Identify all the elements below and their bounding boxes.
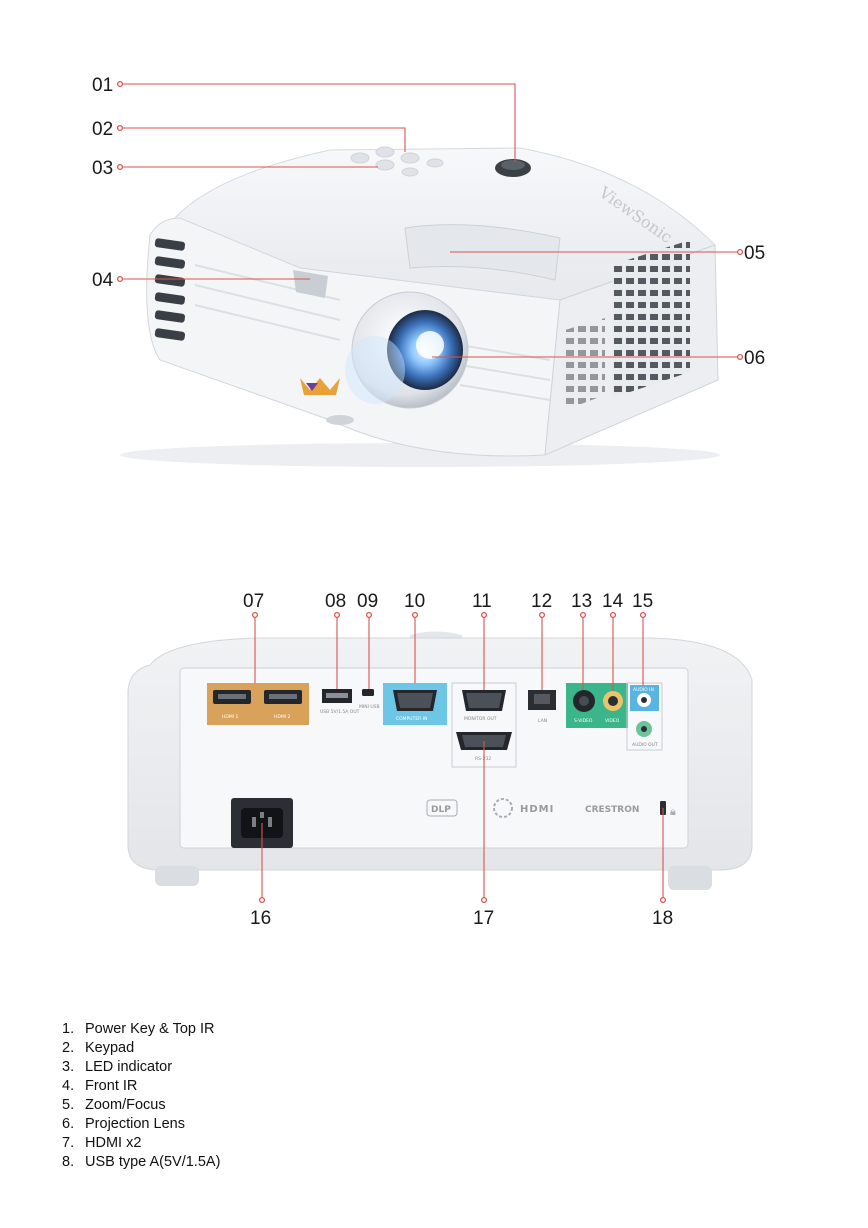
audio-group bbox=[626, 682, 663, 751]
legend-item: 7. HDMI x2 bbox=[62, 1134, 220, 1153]
front-vent-grill bbox=[154, 238, 186, 341]
lock-icon: 🔒︎ bbox=[670, 805, 676, 818]
legend-item: 4. Front IR bbox=[62, 1077, 220, 1096]
callout-12: 12 bbox=[531, 591, 552, 612]
callout-07: 07 bbox=[243, 591, 264, 612]
lan-label: LAN bbox=[538, 718, 547, 724]
s-video-label: S-VIDEO bbox=[574, 718, 593, 724]
side-vent-grill bbox=[612, 240, 690, 398]
callout-10: 10 bbox=[404, 591, 425, 612]
legend-text: USB type A(5V/1.5A) bbox=[85, 1154, 221, 1170]
audio-out-label: AUDIO OUT bbox=[632, 742, 658, 748]
vga-in-label: COMPUTER IN bbox=[396, 716, 427, 722]
legend-item: 6. Projection Lens bbox=[62, 1115, 220, 1134]
monitor-out-label: MONITOR OUT bbox=[464, 716, 497, 722]
rear-leader-lines bbox=[251, 611, 667, 904]
callout-17: 17 bbox=[473, 908, 494, 929]
legend-item: 8. USB type A(5V/1.5A) bbox=[62, 1153, 220, 1172]
projector-diagram: ViewSonic 01 02 03 04 05 06 bbox=[92, 75, 765, 929]
legend-text: Front IR bbox=[85, 1078, 138, 1094]
callout-15: 15 bbox=[632, 591, 653, 612]
projector-front-view: ViewSonic bbox=[120, 146, 720, 467]
legend-number: 8. bbox=[62, 1154, 75, 1170]
crestron-logo: CRESTRON bbox=[585, 805, 639, 815]
legend-text: Keypad bbox=[85, 1040, 135, 1056]
callout-04: 04 bbox=[92, 270, 114, 291]
top-leader-lines bbox=[116, 80, 744, 361]
legend-text: Projection Lens bbox=[85, 1116, 185, 1132]
legend-item: 3. LED indicator bbox=[62, 1058, 220, 1077]
legend-item: 2. Keypad bbox=[62, 1039, 220, 1058]
legend-number: 2. bbox=[62, 1040, 75, 1056]
parts-legend: 1. Power Key & Top IR 2. Keypad 3. LED indi… bbox=[62, 1020, 220, 1172]
callout-11: 11 bbox=[472, 591, 492, 612]
mini-usb-label: MINI USB bbox=[359, 704, 380, 710]
dlp-logo: DLP bbox=[431, 805, 451, 815]
legend-number: 6. bbox=[62, 1116, 75, 1132]
audio-in-label: AUDIO IN bbox=[633, 687, 654, 693]
rs232-label: RS-232 bbox=[475, 756, 491, 762]
mini-usb-port bbox=[362, 689, 374, 696]
usb-a-label: USB 5V/1.5A OUT bbox=[320, 709, 360, 715]
keypad bbox=[350, 146, 444, 177]
callout-06: 06 bbox=[744, 348, 765, 369]
callout-05: 05 bbox=[744, 243, 765, 264]
legend-text: LED indicator bbox=[85, 1059, 173, 1075]
projector-rear-view: HDMI 1 HDMI 2 USB 5V/1.5A OUT MINI USB C… bbox=[127, 631, 753, 890]
hdmi-logo: HDMI bbox=[520, 804, 554, 815]
legend-number: 5. bbox=[62, 1097, 75, 1113]
legend-item: 1. Power Key & Top IR bbox=[62, 1020, 220, 1039]
legend-number: 4. bbox=[62, 1078, 75, 1094]
callout-16: 16 bbox=[250, 908, 271, 929]
legend-text: Zoom/Focus bbox=[85, 1097, 166, 1113]
brand-logo-icon bbox=[300, 378, 340, 395]
legend-number: 1. bbox=[62, 1021, 75, 1037]
callout-14: 14 bbox=[602, 591, 624, 612]
callout-08: 08 bbox=[325, 591, 346, 612]
callout-09: 09 bbox=[357, 591, 378, 612]
legend-number: 7. bbox=[62, 1135, 75, 1151]
callout-02: 02 bbox=[92, 119, 113, 140]
hdmi-1-label: HDMI 1 bbox=[222, 714, 238, 720]
callout-03: 03 bbox=[92, 158, 113, 179]
certification-logos: DLP HDMI CRESTRON bbox=[426, 798, 639, 818]
callout-01: 01 bbox=[92, 75, 113, 96]
legend-number: 3. bbox=[62, 1059, 75, 1075]
front-ir-window bbox=[293, 270, 328, 298]
legend-item: 5. Zoom/Focus bbox=[62, 1096, 220, 1115]
callout-18: 18 bbox=[652, 908, 673, 929]
video-label: VIDEO bbox=[605, 718, 620, 724]
callout-13: 13 bbox=[571, 591, 592, 612]
hdmi-2-label: HDMI 2 bbox=[274, 714, 290, 720]
legend-text: Power Key & Top IR bbox=[85, 1021, 215, 1037]
legend-text: HDMI x2 bbox=[85, 1135, 142, 1151]
